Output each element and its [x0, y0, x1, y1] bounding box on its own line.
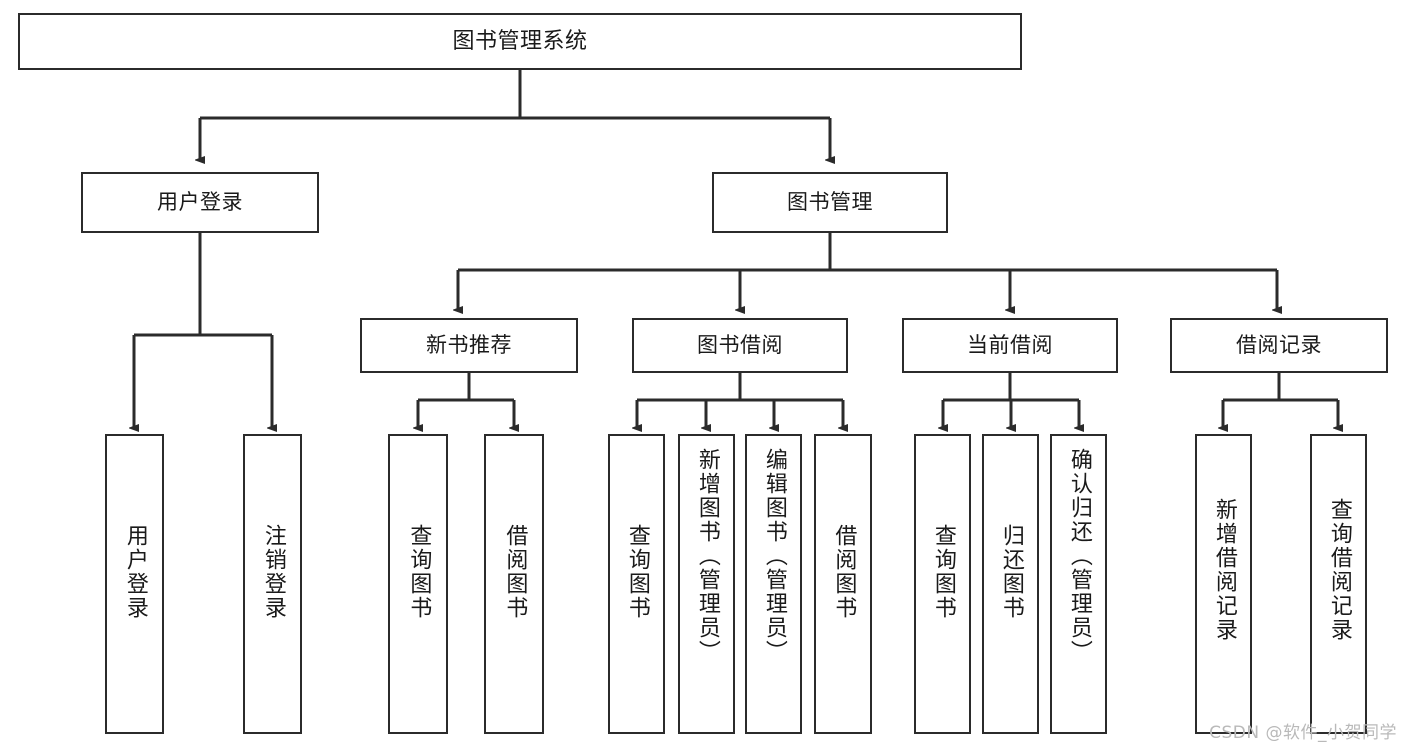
leaf-edit-book[interactable]: 编辑图书（管理员） — [745, 434, 802, 734]
leaf-query-book-3-label: 查询图书 — [930, 524, 956, 620]
leaf-add-book-label: 新增图书（管理员） — [694, 448, 720, 664]
leaf-user-login-label: 用户登录 — [122, 524, 148, 620]
node-current-borrow[interactable]: 当前借阅 — [902, 318, 1118, 373]
node-borrow-record-label: 借阅记录 — [1236, 333, 1322, 357]
leaf-query-book-1-label: 查询图书 — [406, 524, 432, 620]
leaf-query-book-3[interactable]: 查询图书 — [914, 434, 971, 734]
leaf-confirm-return[interactable]: 确认归还（管理员） — [1050, 434, 1107, 734]
node-root[interactable]: 图书管理系统 — [18, 13, 1022, 70]
leaf-query-record[interactable]: 查询借阅记录 — [1310, 434, 1367, 734]
leaf-query-book-1[interactable]: 查询图书 — [388, 434, 448, 734]
leaf-edit-book-label: 编辑图书（管理员） — [761, 448, 787, 664]
leaf-add-record-label: 新增借阅记录 — [1211, 498, 1237, 642]
leaf-borrow-book-2[interactable]: 借阅图书 — [814, 434, 872, 734]
node-new-book-rec-label: 新书推荐 — [426, 333, 512, 357]
leaf-logout-label: 注销登录 — [260, 524, 286, 620]
leaf-borrow-book-1[interactable]: 借阅图书 — [484, 434, 544, 734]
leaf-borrow-book-1-label: 借阅图书 — [502, 524, 528, 620]
node-current-borrow-label: 当前借阅 — [967, 333, 1053, 357]
node-book-manage-label: 图书管理 — [787, 190, 873, 214]
node-borrow-record[interactable]: 借阅记录 — [1170, 318, 1388, 373]
leaf-confirm-return-label: 确认归还（管理员） — [1066, 448, 1092, 664]
leaf-add-book[interactable]: 新增图书（管理员） — [678, 434, 735, 734]
node-root-label: 图书管理系统 — [452, 28, 588, 54]
node-book-borrow-label: 图书借阅 — [697, 333, 783, 357]
leaf-user-login[interactable]: 用户登录 — [105, 434, 164, 734]
leaf-return-book-label: 归还图书 — [998, 524, 1024, 620]
leaf-return-book[interactable]: 归还图书 — [982, 434, 1039, 734]
node-book-manage[interactable]: 图书管理 — [712, 172, 948, 233]
node-book-borrow[interactable]: 图书借阅 — [632, 318, 848, 373]
leaf-logout[interactable]: 注销登录 — [243, 434, 302, 734]
node-user-login-label: 用户登录 — [157, 190, 243, 214]
node-new-book-rec[interactable]: 新书推荐 — [360, 318, 578, 373]
csdn-watermark: CSDN @软件_小贺同学 — [1209, 723, 1397, 743]
leaf-borrow-book-2-label: 借阅图书 — [831, 524, 857, 620]
node-user-login[interactable]: 用户登录 — [81, 172, 319, 233]
leaf-add-record[interactable]: 新增借阅记录 — [1195, 434, 1252, 734]
leaf-query-record-label: 查询借阅记录 — [1326, 498, 1352, 642]
leaf-query-book-2-label: 查询图书 — [624, 524, 650, 620]
leaf-query-book-2[interactable]: 查询图书 — [608, 434, 665, 734]
